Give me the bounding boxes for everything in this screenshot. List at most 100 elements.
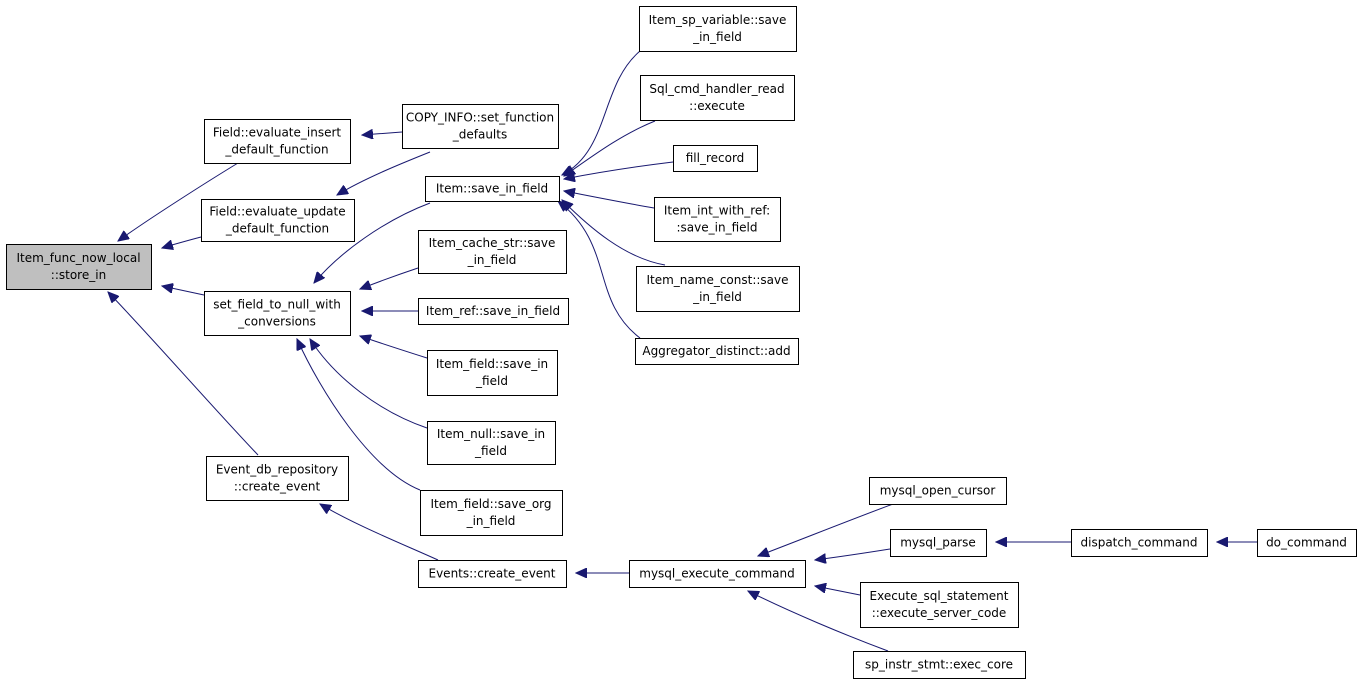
node-event-db-repository-create-event[interactable]: Event_db_repository::create_event (206, 456, 349, 501)
node-label: _conversions (237, 315, 316, 329)
node-item-int-with-ref-save-in-field[interactable]: Item_int_with_ref::save_in_field (654, 197, 781, 242)
node-item-cache-str-save-in-field[interactable]: Item_cache_str::save_in_field (418, 230, 567, 274)
node-mysql-parse[interactable]: mysql_parse (890, 529, 987, 557)
node-field-evaluate-update-default-function[interactable]: Field::evaluate_update_default_function (201, 199, 355, 242)
edge (562, 200, 666, 266)
node-box (853, 651, 1026, 679)
node-label: COPY_INFO::set_function (406, 111, 554, 125)
node-box (418, 298, 569, 325)
node-item-name-const-save-in-field[interactable]: Item_name_const::save_in_field (636, 266, 800, 312)
node-label: Events::create_event (429, 567, 556, 581)
node-label: _in_field (466, 514, 516, 528)
edges-layer (108, 50, 1258, 652)
node-label: Item_null::save_in (437, 427, 545, 441)
node-label: _in_field (467, 253, 517, 267)
node-box (402, 104, 559, 149)
edge (337, 151, 431, 195)
node-box (204, 119, 351, 164)
node-set-field-to-null-with-conversions[interactable]: set_field_to_null_with _conversions (204, 291, 351, 336)
node-item-ref-save-in-field[interactable]: Item_ref::save_in_field (418, 298, 569, 325)
node-label: sp_instr_stmt::exec_core (865, 658, 1013, 672)
node-box (654, 197, 781, 242)
node-item-field-save-org-in-field[interactable]: Item_field::save_org_in_field (420, 490, 563, 536)
edge (815, 586, 861, 596)
edge (314, 202, 431, 283)
node-label: Item::save_in_field (436, 182, 548, 196)
node-box (673, 145, 758, 172)
edge (108, 292, 259, 456)
node-label: _in_field (692, 290, 742, 304)
node-mysql-open-cursor[interactable]: mysql_open_cursor (869, 477, 1007, 505)
node-label: _field (475, 374, 508, 388)
node-label: dispatch_command (1081, 536, 1198, 550)
node-do-command[interactable]: do_command (1257, 529, 1357, 557)
node-box (427, 350, 558, 396)
node-label: mysql_open_cursor (880, 484, 996, 498)
edge (320, 504, 439, 561)
node-item-func-now-local-store-in[interactable]: Item_func_now_local::store_in (6, 244, 152, 290)
edge (562, 50, 641, 175)
node-sql-cmd-handler-read-execute[interactable]: Sql_cmd_handler_read::execute (640, 75, 795, 121)
node-copy-info-set-function-defaults[interactable]: COPY_INFO::set_function_defaults (402, 104, 559, 149)
node-item-sp-variable-save-in-field[interactable]: Item_sp_variable::save_in_field (639, 6, 797, 52)
node-box (629, 560, 806, 588)
node-label: Item_field::save_org (430, 497, 551, 511)
node-box (635, 338, 799, 365)
node-aggregator-distinct-add[interactable]: Aggregator_distinct::add (635, 338, 799, 365)
node-box (1257, 529, 1357, 557)
edge (297, 339, 421, 491)
node-box (427, 421, 556, 465)
node-label: _default_function (224, 143, 328, 157)
edge (360, 336, 428, 359)
node-box (890, 529, 987, 557)
node-label: set_field_to_null_with (213, 298, 341, 312)
node-events-create-event[interactable]: Events::create_event (418, 560, 567, 588)
edge (310, 339, 428, 429)
node-label: mysql_execute_command (639, 567, 794, 581)
node-mysql-execute-command[interactable]: mysql_execute_command (629, 560, 806, 588)
node-fill-record[interactable]: fill_record (673, 145, 758, 172)
node-label: ::execute_server_code (872, 606, 1007, 620)
node-label: Sql_cmd_handler_read (649, 82, 784, 96)
edge (162, 236, 202, 248)
node-box (636, 266, 800, 312)
node-label: Event_db_repository (216, 463, 338, 477)
node-label: ::execute (689, 99, 745, 113)
node-label: Item_sp_variable::save (649, 13, 787, 27)
node-label: _default_function (225, 222, 329, 236)
node-label: ::store_in (51, 268, 106, 282)
node-field-evaluate-insert-default-function[interactable]: Field::evaluate_insert_default_function (204, 119, 351, 164)
node-execute-sql-statement-execute-server-code[interactable]: Execute_sql_statement::execute_server_co… (860, 582, 1019, 628)
node-label: fill_record (686, 151, 745, 165)
node-sp-instr-stmt-exec-core[interactable]: sp_instr_stmt::exec_core (853, 651, 1026, 679)
node-label: Field::evaluate_insert (213, 126, 342, 140)
node-label: Item_cache_str::save (429, 236, 556, 250)
edge (815, 548, 891, 560)
node-box (425, 176, 560, 202)
node-box (204, 291, 351, 336)
edge (564, 161, 674, 179)
node-item-null-save-in-field[interactable]: Item_null::save_in_field (427, 421, 556, 465)
node-label: ::create_event (234, 480, 321, 494)
edge (564, 191, 655, 209)
node-box (418, 560, 567, 588)
node-box (1071, 529, 1208, 557)
node-box (869, 477, 1007, 505)
node-item-save-in-field[interactable]: Item::save_in_field (425, 176, 560, 202)
node-label: Item_field::save_in (436, 357, 548, 371)
nodes-layer: Item_func_now_local::store_in Field::eva… (6, 6, 1357, 679)
node-label: _defaults (452, 128, 507, 142)
node-label: Item_int_with_ref: (664, 204, 770, 218)
node-box (639, 6, 797, 52)
node-label: :save_in_field (677, 221, 758, 235)
node-item-field-save-in-field[interactable]: Item_field::save_in_field (427, 350, 558, 396)
node-label: _in_field (692, 30, 742, 44)
node-dispatch-command[interactable]: dispatch_command (1071, 529, 1208, 557)
edge (118, 162, 239, 241)
edge (360, 267, 419, 289)
node-label: do_command (1266, 536, 1347, 550)
edge (748, 591, 889, 652)
node-box (860, 582, 1019, 628)
edge (558, 201, 641, 339)
